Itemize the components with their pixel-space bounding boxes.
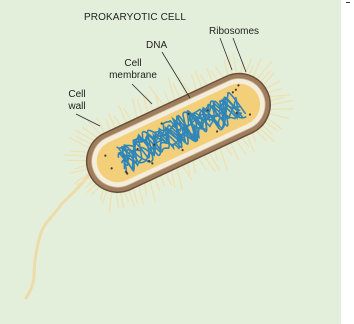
pilus	[144, 183, 146, 196]
pilus	[266, 81, 280, 89]
pilus	[155, 178, 159, 191]
pilus	[231, 143, 238, 160]
pilus	[70, 138, 90, 148]
pilus	[215, 150, 218, 160]
pilus	[188, 163, 190, 174]
pilus	[252, 133, 256, 142]
pilus	[109, 192, 112, 212]
pilus	[173, 84, 180, 98]
pilus	[114, 116, 121, 125]
pilus	[165, 92, 170, 103]
label-cell-membrane: Cell membrane	[106, 58, 160, 82]
pilus	[249, 65, 253, 75]
pilus	[124, 109, 132, 121]
pilus	[260, 70, 271, 82]
pilus	[71, 169, 88, 173]
pointer-dna	[162, 52, 190, 98]
pilus	[193, 160, 196, 172]
pilus	[116, 192, 118, 207]
label-cell-wall-line1: Cell	[62, 89, 92, 101]
flagellum	[26, 164, 96, 298]
pilus	[233, 53, 236, 73]
pilus	[196, 71, 202, 88]
pilus	[139, 186, 143, 205]
pilus	[101, 189, 104, 200]
label-cell-membrane-line1: Cell	[106, 58, 160, 70]
pilus	[225, 145, 232, 155]
pilus	[247, 135, 254, 152]
pilus	[119, 106, 126, 123]
pilus	[109, 113, 116, 128]
pilus	[137, 99, 142, 115]
pilus	[263, 73, 274, 85]
pilus	[166, 173, 172, 186]
pilus	[86, 181, 94, 188]
pilus	[224, 59, 228, 75]
pilus	[125, 191, 129, 201]
pilus	[177, 168, 183, 189]
pilus	[161, 176, 165, 186]
pilus	[270, 100, 292, 105]
pilus	[270, 97, 284, 101]
pilus	[201, 75, 208, 85]
pilus	[267, 118, 281, 129]
pilus	[71, 151, 88, 152]
label-cell-wall-line2: wall	[62, 101, 92, 113]
pilus	[270, 109, 293, 110]
pilus	[207, 69, 212, 83]
pilus	[209, 153, 219, 170]
pilus	[215, 67, 223, 78]
label-ribosomes: Ribosomes	[209, 26, 259, 38]
pilus	[64, 155, 87, 157]
label-cell-wall: Cell wall	[62, 89, 92, 113]
pilus	[198, 158, 206, 169]
pilus	[120, 192, 123, 208]
pilus	[97, 118, 105, 133]
label-dna: DNA	[146, 40, 167, 52]
pointer-cell-wall	[76, 114, 100, 126]
pilus	[269, 95, 290, 97]
pilus	[220, 148, 227, 170]
label-cell-membrane-line2: membrane	[106, 70, 160, 82]
pilus	[134, 188, 138, 203]
pilus	[150, 181, 155, 202]
pilus	[129, 190, 134, 206]
pilus	[268, 89, 281, 93]
pilus	[133, 99, 137, 118]
pilus	[260, 128, 275, 141]
pilus	[211, 71, 218, 80]
pilus	[192, 75, 197, 91]
diagram-title: PROKARYOTIC CELL	[84, 12, 186, 24]
pilus	[269, 114, 289, 119]
pilus	[106, 120, 110, 131]
pilus	[253, 59, 261, 77]
pilus	[76, 130, 95, 141]
pilus	[168, 78, 175, 101]
pilus	[76, 165, 87, 169]
pilus	[242, 138, 249, 147]
pilus	[236, 140, 246, 154]
pilus	[182, 165, 192, 180]
pilus	[149, 87, 164, 106]
